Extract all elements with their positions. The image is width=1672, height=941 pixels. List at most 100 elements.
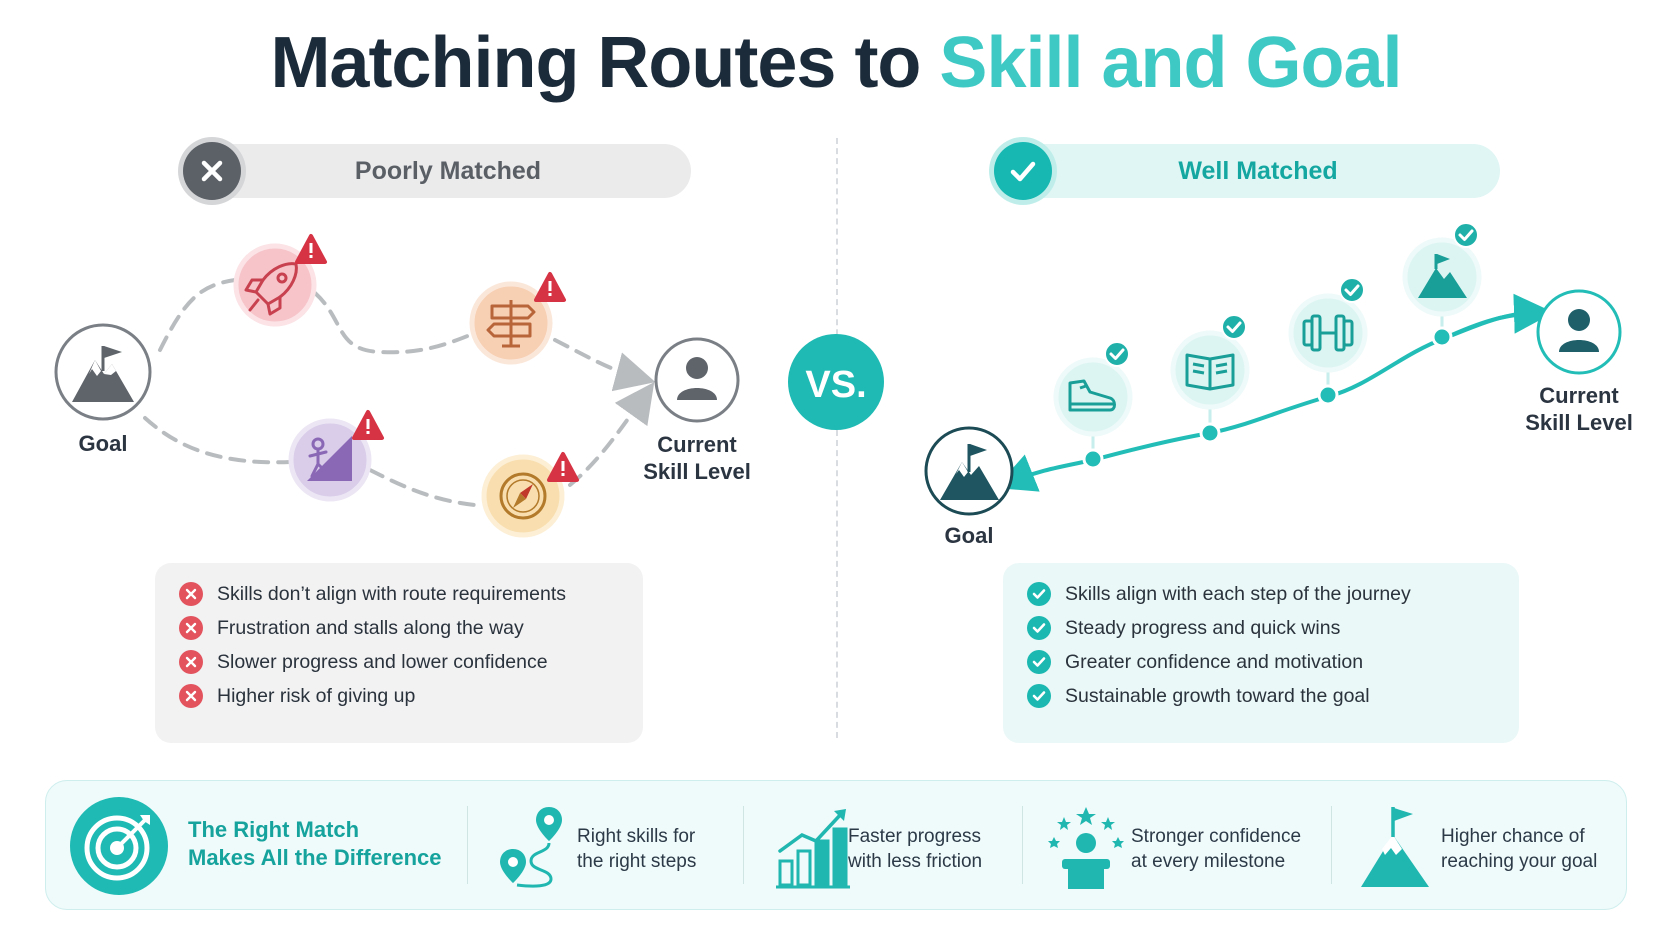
mountain-flag-icon xyxy=(940,444,999,500)
well-goal-label: Goal xyxy=(944,523,994,548)
person-stars-icon xyxy=(1048,807,1124,889)
poor-outcomes-list: Skills don’t align with route requiremen… xyxy=(155,563,643,743)
well-current-label-line2: Skill Level xyxy=(1525,410,1633,435)
vs-badge: VS. xyxy=(788,334,884,430)
check-badge-icon xyxy=(1339,277,1365,303)
banner-divider xyxy=(743,806,744,884)
benefit-higher-chance: Higher chance of reaching your goal xyxy=(1441,824,1597,874)
compass-node xyxy=(481,454,565,538)
check-badge-icon xyxy=(1104,341,1130,367)
list-item: Slower progress and lower confidence xyxy=(155,645,643,679)
poor-goal-node xyxy=(54,323,152,421)
mountain-flag-icon xyxy=(72,346,134,402)
list-item: Frustration and stalls along the way xyxy=(155,611,643,645)
warning-icon xyxy=(547,452,579,482)
banner-divider xyxy=(1331,806,1332,884)
title-accent: Skill and Goal xyxy=(939,23,1402,103)
poor-current-skill-node xyxy=(654,337,740,423)
x-mark-icon xyxy=(179,582,203,606)
list-item: Sustainable growth toward the goal xyxy=(1003,679,1519,713)
mountain-flag-icon xyxy=(1361,807,1429,887)
benefit-faster-progress: Faster progress with less friction xyxy=(848,824,982,874)
list-item: Higher risk of giving up xyxy=(155,679,643,713)
x-mark-icon xyxy=(179,650,203,674)
banner-headline-line1: The Right Match xyxy=(188,817,360,842)
list-item: Skills don’t align with route requiremen… xyxy=(155,577,643,611)
benefit-right-skills: Right skills for the right steps xyxy=(577,824,696,874)
rocket-icon xyxy=(244,262,298,316)
well-goal-node xyxy=(924,426,1014,516)
x-circle-icon xyxy=(183,142,241,200)
person-icon xyxy=(677,357,717,400)
summit-node xyxy=(1402,237,1482,317)
title-main: Matching Routes to xyxy=(270,23,940,103)
signpost-icon xyxy=(486,300,536,348)
center-divider xyxy=(836,138,838,738)
banner-divider xyxy=(1022,806,1023,884)
compass-icon xyxy=(499,472,547,520)
x-mark-icon xyxy=(179,684,203,708)
check-badge-icon xyxy=(1453,222,1479,248)
signpost-node xyxy=(469,281,553,365)
climbing-node xyxy=(288,418,372,502)
benefit-line1: Higher chance of xyxy=(1441,826,1585,847)
list-item-text: Skills align with each step of the journ… xyxy=(1065,582,1411,605)
vs-text: VS. xyxy=(805,364,866,406)
poorly-matched-header: Poorly Matched xyxy=(183,142,691,200)
check-mark-icon xyxy=(1027,582,1051,606)
banner-headline-line2: Makes All the Difference xyxy=(188,845,442,870)
benefit-stronger-confidence: Stronger confidence at every milestone xyxy=(1131,824,1301,874)
book-icon xyxy=(1185,353,1235,391)
benefit-line2: reaching your goal xyxy=(1441,851,1598,872)
list-item-text: Slower progress and lower confidence xyxy=(217,650,548,673)
check-mark-icon xyxy=(1027,616,1051,640)
check-mark-icon xyxy=(1027,684,1051,708)
route-dots xyxy=(1082,326,1453,470)
banner-headline: The Right Match Makes All the Difference xyxy=(188,816,442,872)
well-matched-header: Well Matched xyxy=(994,142,1500,200)
poor-goal-label: Goal xyxy=(78,431,128,456)
poorly-matched-label: Poorly Matched xyxy=(354,156,542,185)
mountain-flag-icon xyxy=(1418,254,1467,298)
poor-current-label-line1: Current xyxy=(657,432,737,457)
well-current-label-line1: Current xyxy=(1539,383,1619,408)
bar-chart-growth-icon xyxy=(776,809,850,889)
rocket-node xyxy=(233,243,317,327)
x-mark-icon xyxy=(179,616,203,640)
shoe-node xyxy=(1053,357,1133,437)
list-item-text: Steady progress and quick wins xyxy=(1065,616,1341,639)
benefit-line2: at every milestone xyxy=(1131,851,1286,872)
benefit-line1: Right skills for xyxy=(577,826,696,847)
benefit-line1: Stronger confidence xyxy=(1131,826,1302,847)
warning-icon xyxy=(295,234,327,264)
well-current-label: Current Skill Level xyxy=(1509,382,1649,436)
book-node xyxy=(1170,330,1250,410)
warning-icon xyxy=(352,410,384,440)
well-outcomes-list: Skills align with each step of the journ… xyxy=(1003,563,1519,743)
list-item-text: Frustration and stalls along the way xyxy=(217,616,524,639)
route-pin-icon xyxy=(500,807,562,888)
poor-route-paths xyxy=(143,278,656,507)
benefit-line2: with less friction xyxy=(848,851,983,872)
steep-slope-icon xyxy=(307,436,352,481)
check-circle-icon xyxy=(994,142,1052,200)
poor-current-label: Current Skill Level xyxy=(627,431,767,485)
list-item: Steady progress and quick wins xyxy=(1003,611,1519,645)
list-item-text: Sustainable growth toward the goal xyxy=(1065,684,1370,707)
well-matched-label: Well Matched xyxy=(1178,156,1338,185)
list-item-text: Greater confidence and motivation xyxy=(1065,650,1364,673)
check-mark-icon xyxy=(1027,650,1051,674)
step-stems xyxy=(1091,313,1444,458)
check-badge-icon xyxy=(1221,314,1247,340)
well-current-skill-node xyxy=(1536,289,1622,375)
page-title: Matching Routes to Skill and Goal xyxy=(0,22,1672,104)
benefit-line1: Faster progress xyxy=(848,826,982,847)
hiking-shoe-icon xyxy=(1068,379,1116,412)
list-item: Skills align with each step of the journ… xyxy=(1003,577,1519,611)
target-arrow-icon xyxy=(70,797,168,895)
warning-icon xyxy=(534,272,566,302)
list-item-text: Higher risk of giving up xyxy=(217,684,416,707)
dumbbell-node xyxy=(1288,293,1368,373)
dumbbell-icon xyxy=(1302,314,1354,352)
